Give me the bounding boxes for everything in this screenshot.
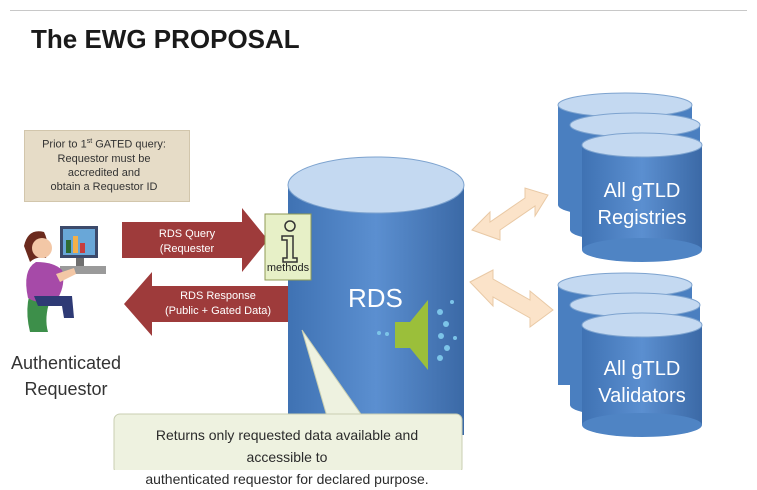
callout-box (113, 413, 463, 470)
registries-label: All gTLD Registries (590, 178, 694, 232)
requestor-label-line-1: Authenticated (10, 353, 122, 373)
rds-response-label: RDS Response (Public + Gated Data) (150, 289, 286, 319)
page-title: The EWG PROPOSAL (31, 24, 300, 54)
requestor-label-line-2: Requestor (24, 379, 108, 399)
prerequisite-note-box (24, 130, 190, 202)
methods-label: methods (266, 262, 310, 274)
rds-query-params: (Requester ID,Purpose,DN) (148, 243, 226, 270)
rds-response-title: RDS Response (180, 290, 256, 302)
rds-query-title: RDS Query (158, 228, 216, 240)
callout-text: Returns only requested data available an… (122, 424, 452, 490)
diagram-canvas (24, 92, 703, 470)
registries-database-stack (557, 92, 703, 262)
rds-query-arrow (122, 208, 268, 272)
registries-label-line-1: All gTLD (603, 180, 681, 202)
note-line-1-rest: GATED query: (92, 138, 166, 151)
note-line-4: obtain a Requestor ID (50, 180, 158, 193)
rds-database (287, 156, 465, 435)
note-line-1: Prior to 1st GATED query: (30, 135, 178, 152)
note-line-1-sup: st (86, 138, 93, 145)
requestor-label: Authenticated Requestor (6, 350, 126, 402)
callout-line-1: Returns only requested data available an… (155, 427, 419, 465)
methods-box (264, 213, 312, 281)
rds-response-arrow (124, 272, 288, 336)
registries-label-line-2: Registries (597, 207, 687, 229)
rds-response-params: (Public + Gated Data) (164, 305, 272, 317)
validators-database-stack (557, 272, 703, 437)
rds-query-label: RDS Query (Requester ID,Purpose,DN) (124, 227, 250, 272)
validators-bidirectional-arrow (469, 269, 554, 328)
note-line-3: accredited and (67, 166, 141, 179)
callout-line-2: authenticated requestor for declared pur… (145, 471, 429, 487)
rds-label: RDS (348, 283, 403, 313)
registries-bidirectional-arrow (471, 187, 549, 241)
requestor-at-computer-icon (24, 226, 106, 332)
validators-label-line-2: Validators (598, 385, 686, 407)
note-line-1-text: Prior to 1 (42, 138, 87, 151)
prerequisite-note-text: Prior to 1st GATED query: Requestor must… (30, 135, 178, 194)
validators-label-line-1: All gTLD (603, 358, 681, 380)
info-icon (281, 220, 298, 263)
validators-label: All gTLD Validators (590, 356, 694, 410)
note-line-2: Requestor must be (57, 152, 151, 165)
top-divider (10, 10, 747, 11)
speaker-icon (377, 300, 457, 370)
